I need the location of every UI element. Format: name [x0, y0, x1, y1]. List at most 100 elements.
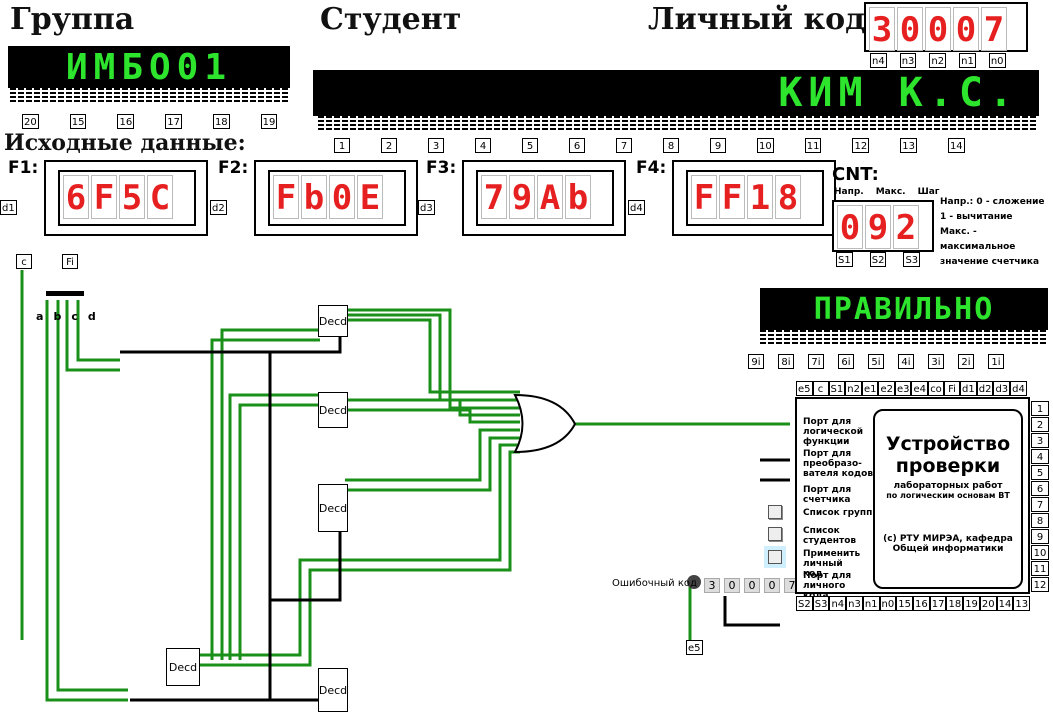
device-right-port[interactable]: 3: [1031, 433, 1049, 448]
device-bottom-port[interactable]: S2: [796, 596, 813, 611]
input-fi-pin[interactable]: Fi: [62, 254, 78, 269]
student-pin[interactable]: 14: [947, 138, 965, 153]
port-logic-label: Порт для логической функции: [803, 417, 863, 447]
cnt-pin[interactable]: S3: [903, 252, 921, 267]
code-pin[interactable]: n0: [988, 53, 1006, 68]
group-pin[interactable]: 15: [69, 114, 87, 129]
decoder-4[interactable]: Decd: [166, 648, 200, 686]
device-bottom-port[interactable]: n4: [829, 596, 847, 611]
device-top-port[interactable]: e2: [878, 381, 895, 396]
device-right-port[interactable]: 5: [1031, 465, 1049, 480]
input-c-pin[interactable]: c: [16, 254, 32, 269]
device-bottom-port[interactable]: 13: [1013, 596, 1031, 611]
device-bottom-port[interactable]: n1: [862, 596, 880, 611]
decoder-5[interactable]: Decd: [318, 668, 348, 712]
student-pin[interactable]: 1: [334, 138, 350, 153]
result-pin[interactable]: 3i: [928, 354, 944, 369]
device-top-port[interactable]: Fi: [944, 381, 960, 396]
device-right-port[interactable]: 8: [1031, 513, 1049, 528]
device-bottom-port[interactable]: n0: [879, 596, 897, 611]
device-top-port[interactable]: d2: [976, 381, 994, 396]
device-bottom-port[interactable]: 17: [929, 596, 947, 611]
student-pin[interactable]: 7: [616, 138, 632, 153]
function-input-pin[interactable]: d2: [210, 200, 227, 215]
decoder-3[interactable]: Decd: [318, 484, 348, 532]
group-pin[interactable]: 18: [212, 114, 230, 129]
device-bottom-port[interactable]: n3: [846, 596, 863, 611]
device-right-port[interactable]: 6: [1031, 481, 1049, 496]
result-pin[interactable]: 4i: [898, 354, 914, 369]
code-pin[interactable]: n4: [870, 53, 887, 68]
result-pin[interactable]: 8i: [778, 354, 794, 369]
student-pin[interactable]: 6: [569, 138, 585, 153]
result-pin[interactable]: 2i: [958, 354, 974, 369]
result-pin[interactable]: 6i: [838, 354, 854, 369]
student-pin[interactable]: 4: [475, 138, 491, 153]
decoder-1[interactable]: Decd: [318, 305, 348, 337]
device-top-port[interactable]: e1: [861, 381, 879, 396]
student-pin[interactable]: 3: [428, 138, 444, 153]
device-top-port[interactable]: n2: [845, 381, 862, 396]
group-pin[interactable]: 17: [165, 114, 182, 129]
device-top-port[interactable]: c: [812, 381, 829, 396]
device-right-port[interactable]: 10: [1031, 545, 1049, 560]
function-input-pin[interactable]: d3: [418, 200, 435, 215]
device-right-port[interactable]: 2: [1031, 417, 1049, 432]
list-students-button[interactable]: [768, 527, 782, 541]
code-pin[interactable]: n3: [899, 53, 917, 68]
function-input-pin[interactable]: d1: [0, 200, 17, 215]
code-pin[interactable]: n1: [959, 53, 976, 68]
result-pin[interactable]: 1i: [988, 354, 1004, 369]
student-pin[interactable]: 5: [522, 138, 538, 153]
device-top-port[interactable]: S1: [828, 381, 846, 396]
device-bottom-port[interactable]: 16: [912, 596, 930, 611]
device-top-port[interactable]: d1: [960, 381, 977, 396]
group-pin[interactable]: 16: [117, 114, 135, 129]
result-pin[interactable]: 5i: [868, 354, 884, 369]
device-bottom-port[interactable]: 14: [996, 596, 1014, 611]
device-top-port[interactable]: d4: [1010, 381, 1027, 396]
device-bottom-port[interactable]: 19: [963, 596, 980, 611]
student-pin[interactable]: 2: [381, 138, 397, 153]
cnt-pin[interactable]: S1: [836, 252, 853, 267]
student-pin[interactable]: 13: [900, 138, 917, 153]
device-bottom-port[interactable]: 15: [896, 596, 913, 611]
student-pin[interactable]: 9: [710, 138, 726, 153]
pin-contact: [430, 116, 436, 130]
cnt-pin[interactable]: S2: [869, 252, 887, 267]
result-pin[interactable]: 9i: [748, 354, 764, 369]
pin-contact: [358, 116, 364, 130]
code-pin[interactable]: n2: [929, 53, 947, 68]
group-pin[interactable]: 19: [260, 114, 278, 129]
device-top-port[interactable]: e3: [894, 381, 912, 396]
pin-contact: [622, 116, 628, 130]
device-bottom-port[interactable]: S3: [812, 596, 830, 611]
student-pin[interactable]: 12: [852, 138, 870, 153]
device-right-port[interactable]: 1: [1031, 401, 1049, 416]
student-pin[interactable]: 8: [663, 138, 679, 153]
result-pin[interactable]: 7i: [808, 354, 824, 369]
device-right-port[interactable]: 7: [1031, 497, 1049, 512]
device-right-port[interactable]: 11: [1031, 561, 1049, 576]
device-top-port[interactable]: e4: [911, 381, 928, 396]
pin-contact: [210, 88, 216, 102]
device-bottom-port[interactable]: 20: [979, 596, 997, 611]
pin-contact: [886, 116, 892, 130]
apply-code-button[interactable]: [768, 550, 782, 564]
function-input-pin[interactable]: d4: [628, 200, 645, 215]
error-pin[interactable]: e5: [686, 640, 703, 655]
device-right-port[interactable]: 12: [1031, 577, 1049, 592]
pin-contact: [646, 116, 652, 130]
device-top-port[interactable]: d3: [993, 381, 1011, 396]
decoder-2[interactable]: Decd: [318, 392, 348, 428]
student-pin[interactable]: 11: [804, 138, 822, 153]
device-top-port[interactable]: co: [928, 381, 944, 396]
student-pin[interactable]: 10: [757, 138, 774, 153]
device-right-port[interactable]: 4: [1031, 449, 1049, 464]
group-pin[interactable]: 20: [22, 114, 39, 129]
device-right-port[interactable]: 9: [1031, 529, 1049, 544]
device-bottom-port[interactable]: 18: [946, 596, 964, 611]
list-groups-button[interactable]: [768, 505, 782, 519]
device-top-port[interactable]: e5: [796, 381, 813, 396]
function-name: F2:: [218, 158, 249, 178]
